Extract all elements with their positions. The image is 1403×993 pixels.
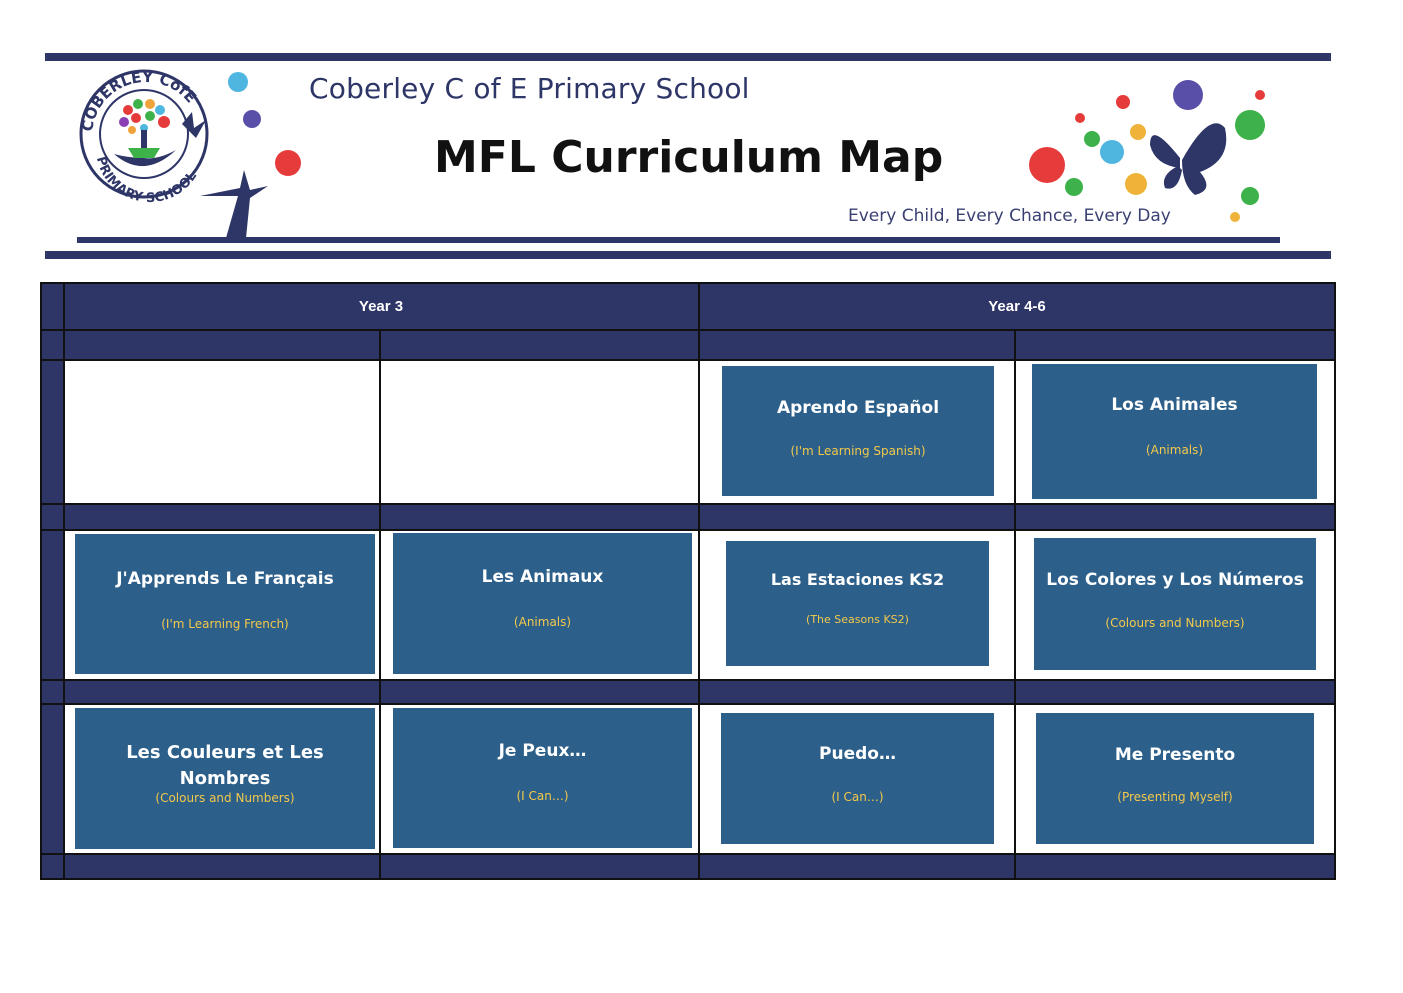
grid-line bbox=[698, 282, 700, 880]
unit-card-las-estaciones[interactable]: Las Estaciones KS2 (The Seasons KS2) bbox=[726, 541, 989, 666]
grid-line bbox=[63, 282, 65, 880]
header-decoration bbox=[200, 72, 1265, 238]
unit-subtitle: (The Seasons KS2) bbox=[806, 613, 909, 626]
grid-line bbox=[40, 853, 1336, 855]
school-crest-icon: COBERLEY CofE PRIMARY SCHOOL bbox=[78, 68, 209, 206]
butterfly-icon bbox=[1150, 123, 1227, 195]
unit-title: Les Animaux bbox=[481, 567, 604, 587]
unit-title: Je Peux… bbox=[498, 741, 587, 761]
unit-card-les-couleurs-et-les-nombres[interactable]: Les Couleurs et Les Nombres (Colours and… bbox=[75, 708, 375, 849]
unit-title: Aprendo Español bbox=[776, 398, 940, 418]
unit-card-puedo[interactable]: Puedo… (I Can…) bbox=[721, 713, 994, 844]
grid-line bbox=[40, 282, 42, 880]
unit-card-los-animales[interactable]: Los Animales (Animals) bbox=[1032, 364, 1317, 499]
grid-line bbox=[40, 679, 1336, 681]
column-header-year-4-6: Year 4-6 bbox=[988, 298, 1046, 315]
unit-card-les-animaux[interactable]: Les Animaux (Animals) bbox=[393, 533, 692, 674]
unit-card-japprends-le-francais[interactable]: J'Apprends Le Français (I'm Learning Fre… bbox=[75, 534, 375, 674]
unit-title: Las Estaciones KS2 bbox=[770, 570, 945, 589]
unit-subtitle: (Animals) bbox=[513, 615, 572, 629]
unit-title: Los Animales bbox=[1111, 395, 1238, 415]
sub-header-row bbox=[64, 330, 1336, 360]
unit-subtitle: (Colours and Numbers) bbox=[155, 791, 295, 805]
unit-subtitle: (Presenting Myself) bbox=[1117, 790, 1233, 804]
unit-subtitle: (Animals) bbox=[1145, 443, 1204, 457]
left-margin-column bbox=[40, 282, 64, 880]
grid-line bbox=[40, 878, 1336, 880]
header-middle-rule bbox=[77, 237, 1280, 243]
unit-subtitle: (I'm Learning French) bbox=[161, 617, 289, 631]
unit-title: Les Couleurs et Les Nombres bbox=[126, 742, 324, 789]
grid-line bbox=[40, 282, 1336, 284]
unit-title: J'Apprends Le Français bbox=[116, 569, 334, 589]
column-header-year-3: Year 3 bbox=[358, 298, 404, 315]
unit-card-aprendo-espanol[interactable]: Aprendo Español (I'm Learning Spanish) bbox=[722, 366, 994, 496]
page-title: MFL Curriculum Map bbox=[434, 132, 944, 183]
school-motto: Every Child, Every Chance, Every Day bbox=[848, 206, 1171, 226]
unit-card-je-peux[interactable]: Je Peux… (I Can…) bbox=[393, 708, 692, 848]
unit-card-los-colores-y-los-numeros[interactable]: Los Colores y Los Números (Colours and N… bbox=[1034, 538, 1316, 670]
grid-line bbox=[40, 503, 1336, 505]
header-top-rule bbox=[45, 53, 1331, 61]
grid-line bbox=[1014, 330, 1016, 880]
school-name: Coberley C of E Primary School bbox=[309, 72, 750, 105]
unit-card-me-presento[interactable]: Me Presento (Presenting Myself) bbox=[1036, 713, 1314, 844]
header-bottom-rule bbox=[45, 251, 1331, 259]
grid-line bbox=[40, 529, 1336, 531]
grid-line bbox=[40, 703, 1336, 705]
grid-line bbox=[40, 329, 1336, 331]
spacer-row-2 bbox=[64, 680, 1336, 704]
year-header-row bbox=[64, 282, 1336, 330]
unit-subtitle: (I Can…) bbox=[831, 790, 884, 804]
unit-subtitle: (I Can…) bbox=[516, 789, 569, 803]
grid-line bbox=[40, 359, 1336, 361]
bottom-row bbox=[64, 854, 1336, 880]
unit-title: Los Colores y Los Números bbox=[1046, 570, 1304, 590]
grid-line bbox=[1334, 282, 1336, 880]
unit-title: Puedo… bbox=[819, 744, 896, 764]
unit-subtitle: (I'm Learning Spanish) bbox=[790, 444, 926, 458]
grid-line bbox=[379, 330, 381, 880]
unit-title: Me Presento bbox=[1114, 745, 1236, 765]
spacer-row-1 bbox=[64, 504, 1336, 530]
unit-subtitle: (Colours and Numbers) bbox=[1105, 616, 1245, 630]
